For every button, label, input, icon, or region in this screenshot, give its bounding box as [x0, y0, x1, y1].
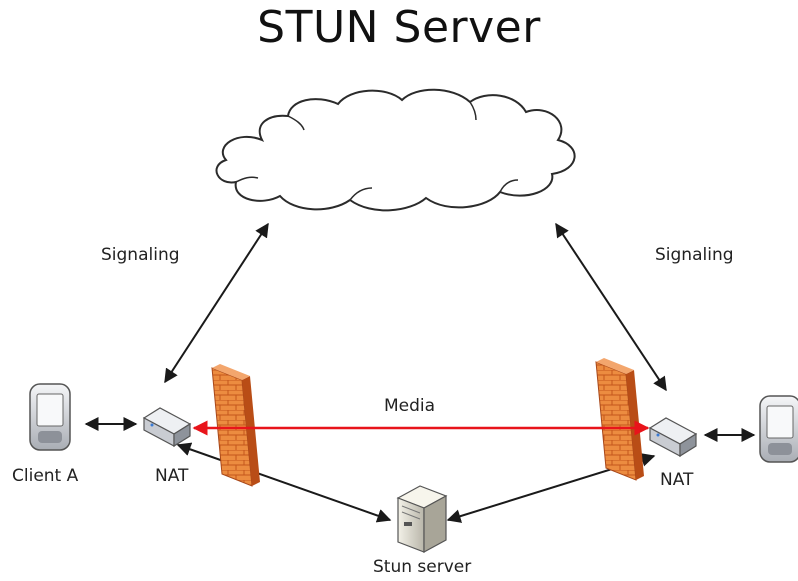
page-title: STUN Server — [257, 2, 541, 53]
client-a-label: Client A — [12, 466, 79, 486]
signaling-arrow-right — [555, 222, 667, 392]
router-icon — [142, 407, 192, 448]
signaling-label-right: Signaling — [655, 245, 734, 265]
router-icon — [648, 417, 698, 458]
nat-label-right: NAT — [660, 470, 694, 490]
firewall-icon — [595, 358, 644, 481]
phone-icon — [29, 383, 71, 451]
media-label: Media — [384, 396, 436, 416]
signaling-label-left: Signaling — [101, 245, 180, 265]
firewall-icon — [211, 364, 260, 487]
stun-server-label: Stun server — [373, 557, 472, 577]
stun-arrow-left — [176, 442, 392, 523]
signaling-arrow-left — [164, 222, 269, 384]
cloud-icon — [215, 88, 576, 212]
server-icon — [396, 485, 448, 554]
nat-label-left: NAT — [155, 466, 189, 486]
phone-icon — [759, 395, 798, 463]
